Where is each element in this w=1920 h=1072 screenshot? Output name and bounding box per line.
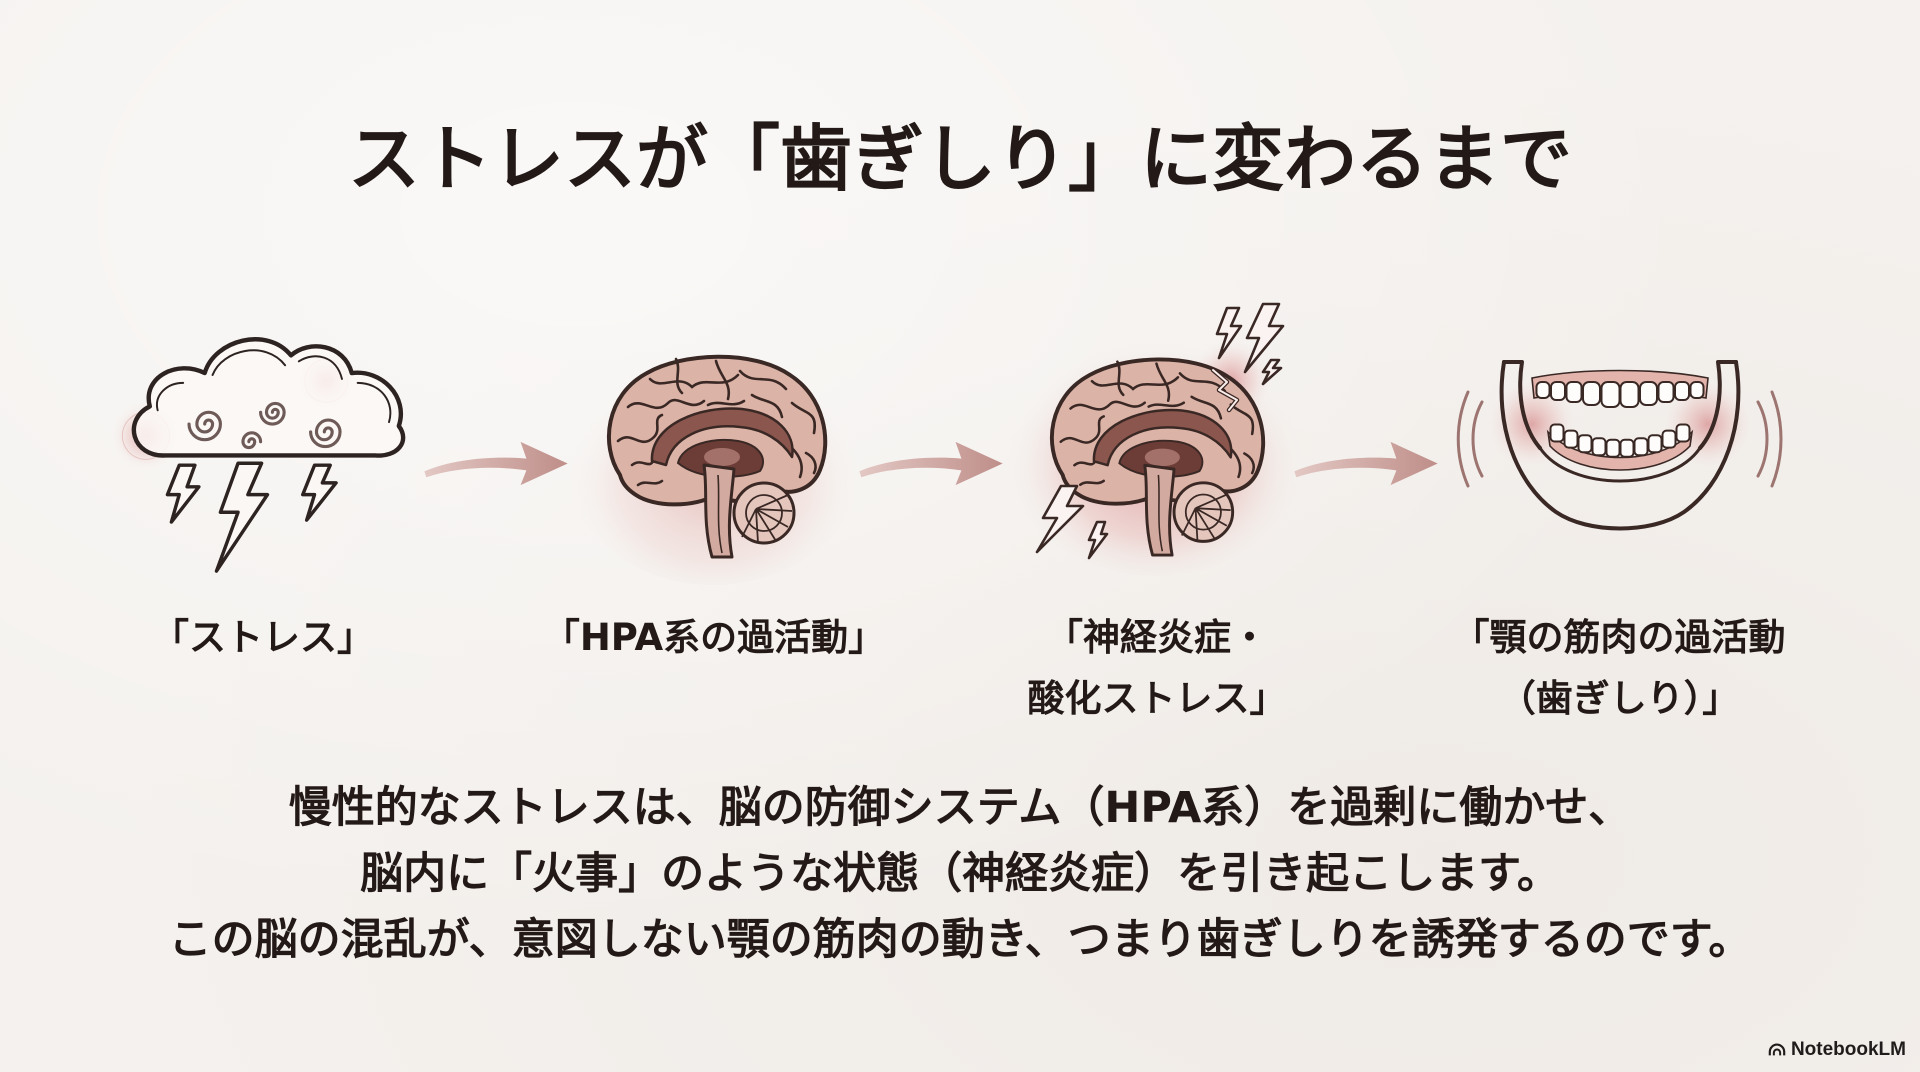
vibration-lines bbox=[1456, 390, 1783, 488]
cloud-detail bbox=[156, 349, 392, 424]
arrow-right-icon bbox=[1294, 441, 1438, 486]
description-line: 脳内に「火事」のような状態（神経炎症）を引き起こします。 bbox=[360, 849, 1560, 899]
step-label-line: 酸化ストレス」 bbox=[1027, 677, 1287, 720]
lower-gum bbox=[1546, 429, 1694, 471]
lower-teeth bbox=[1549, 423, 1691, 458]
step-label-bruxism: 「顎の筋肉の過活動 （歯ぎしり）」 bbox=[1379, 607, 1859, 729]
jaw-teeth-icon bbox=[1456, 360, 1783, 531]
brain-icon bbox=[566, 341, 862, 585]
page-title: ストレスが「歯ぎしり」に変わるまで bbox=[347, 117, 1572, 201]
step-label-line: 「顎の筋肉の過活動 bbox=[1452, 616, 1786, 659]
mandible bbox=[1499, 360, 1741, 531]
inflamed-brain-icon bbox=[1005, 302, 1305, 576]
step-label-line: （歯ぎしり）」 bbox=[1498, 677, 1740, 720]
step-label-line: 「HPA系の過活動」 bbox=[542, 616, 886, 659]
description: 慢性的なストレスは、脳の防御システム（HPA系）を過剰に働かせ、 脳内に「火事」… bbox=[0, 775, 1920, 973]
lightning-bolts bbox=[1035, 302, 1285, 560]
step-label-line: 「ストレス」 bbox=[152, 616, 374, 659]
notebooklm-logo-icon bbox=[1768, 1043, 1786, 1056]
brand-badge: NotebookLM bbox=[1768, 1038, 1906, 1062]
step-label-hpa: 「HPA系の過活動」 bbox=[514, 607, 914, 668]
step-label-neuroinflammation: 「神経炎症・ 酸化ストレス」 bbox=[957, 607, 1357, 729]
upper-teeth bbox=[1535, 381, 1705, 408]
lightning-bolts bbox=[165, 461, 338, 573]
description-line: この脳の混乱が、意図しない顎の筋肉の動き、つまり歯ぎしりを誘発するのです。 bbox=[168, 915, 1752, 965]
description-line: 慢性的なストレスは、脳の防御システム（HPA系）を過剰に働かせ、 bbox=[288, 783, 1632, 833]
step-label-stress: 「ストレス」 bbox=[63, 607, 463, 668]
arrow-right-icon bbox=[859, 441, 1003, 486]
cloud-outline bbox=[131, 337, 406, 458]
arrow-right-icon bbox=[424, 441, 568, 486]
step-label-line: 「神経炎症・ bbox=[1046, 616, 1268, 659]
brand-label: NotebookLM bbox=[1790, 1039, 1906, 1060]
swirls bbox=[187, 401, 342, 450]
storm-cloud-icon bbox=[110, 337, 406, 573]
